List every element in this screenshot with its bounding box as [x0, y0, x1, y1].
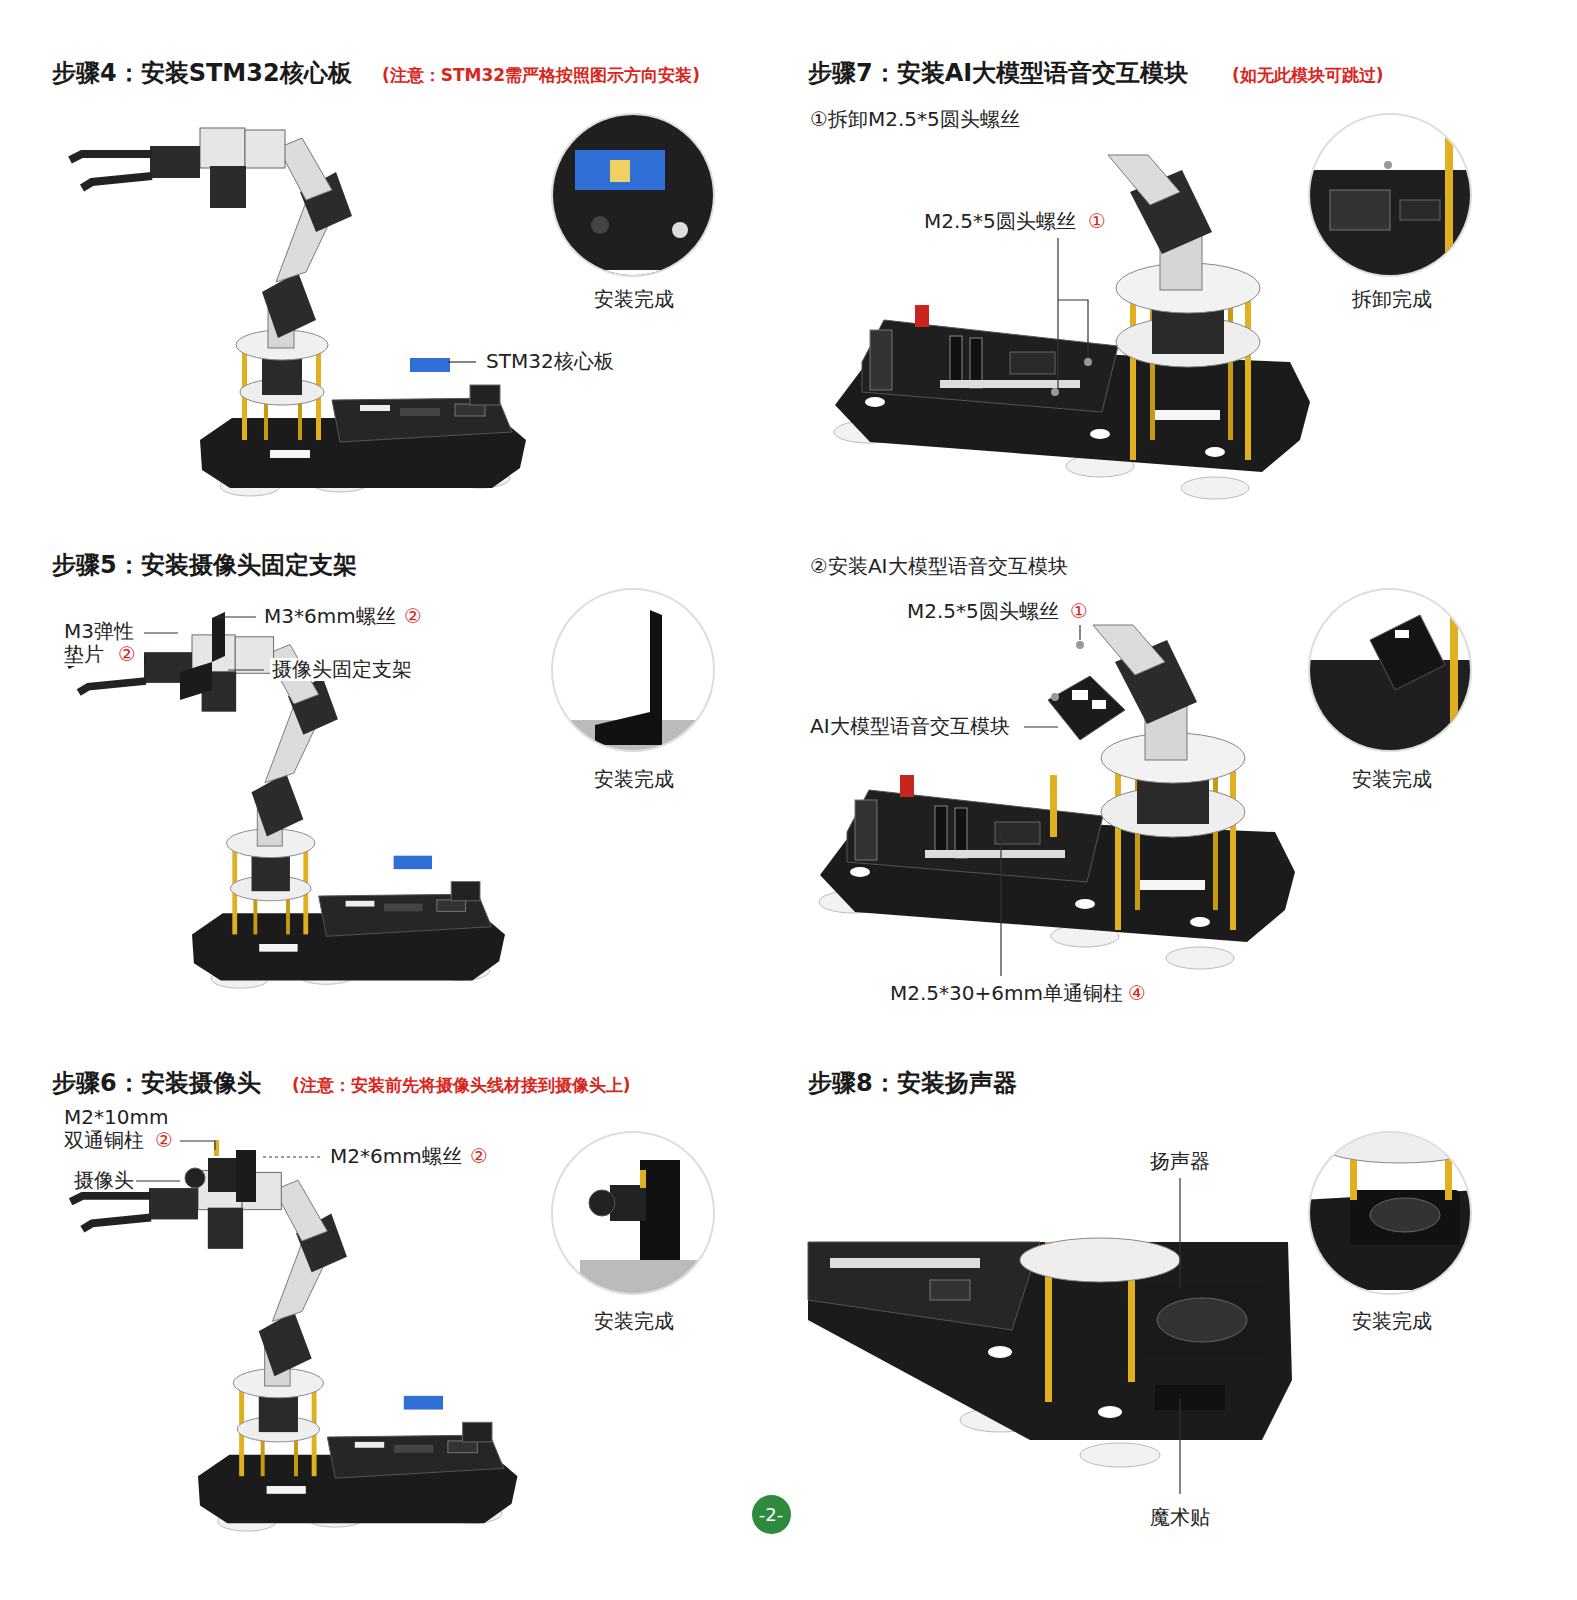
callout-number-text: ① [1088, 209, 1106, 233]
callout-number-text: ② [404, 604, 422, 628]
part-label-text: 安装完成 [1352, 1309, 1432, 1333]
part-label: ①拆卸M2.5*5圆头螺丝 [808, 108, 1022, 131]
part-label-text: 摄像头固定支架 [272, 657, 412, 681]
part-label-text: 安装完成 [594, 1309, 674, 1333]
part-label: 安装完成 [1350, 768, 1434, 791]
step-heading: 步骤7：安装AI大模型语音交互模块 [808, 60, 1188, 88]
part-label: M2.5*5圆头螺丝 [905, 600, 1061, 623]
step-heading-text: 步骤8：安装扬声器 [808, 1069, 1017, 1097]
part-label-text: M2.5*30+6mm单通铜柱 [890, 981, 1123, 1005]
note-text: (如无此模块可跳过) [1232, 66, 1384, 86]
part-label-text: M3*6mm螺丝 [264, 604, 396, 628]
part-label: 摄像头 [72, 1169, 136, 1192]
part-label-text: ①拆卸M2.5*5圆头螺丝 [810, 107, 1020, 131]
part-label-text: STM32核心板 [486, 349, 614, 373]
note-text-text: (注意：STM32需严格按照图示方向安装) [382, 65, 700, 85]
note-text: (注意：STM32需严格按照图示方向安装) [382, 66, 700, 86]
callout-number: ① [1070, 600, 1088, 623]
part-label: 安装完成 [592, 1310, 676, 1333]
step-heading: 步骤8：安装扬声器 [808, 1070, 1017, 1098]
step-heading-text: 步骤5：安装摄像头固定支架 [52, 551, 357, 579]
part-label-text: 摄像头 [74, 1168, 134, 1192]
part-label: 安装完成 [592, 288, 676, 311]
part-label: 扬声器 [1148, 1150, 1212, 1173]
step-heading-text: 步骤4：安装STM32核心板 [52, 59, 352, 87]
page-number-circle: -2- [752, 1495, 791, 1534]
callout-number: ② [155, 1129, 173, 1152]
note-text: (注意：安装前先将摄像头线材接到摄像头上) [292, 1076, 631, 1096]
part-label-text: ②安装AI大模型语音交互模块 [810, 554, 1068, 578]
part-label: 安装完成 [592, 768, 676, 791]
part-label-text: 魔术贴 [1150, 1505, 1210, 1529]
part-label-text: M2*6mm螺丝 [330, 1144, 462, 1168]
callout-number-text: ② [470, 1144, 488, 1168]
callout-number: ① [1088, 210, 1106, 233]
step-heading-text: 步骤7：安装AI大模型语音交互模块 [808, 59, 1188, 87]
part-label: ②安装AI大模型语音交互模块 [808, 555, 1070, 578]
callout-number: ④ [1128, 982, 1146, 1005]
part-label-text: 安装完成 [594, 287, 674, 311]
note-text-text: (注意：安装前先将摄像头线材接到摄像头上) [292, 1075, 631, 1095]
part-label-text: 安装完成 [1352, 767, 1432, 791]
callout-number: ② [470, 1145, 488, 1168]
part-label-text: 拆卸完成 [1352, 287, 1432, 311]
part-label: AI大模型语音交互模块 [808, 715, 1012, 738]
step-heading: 步骤4：安装STM32核心板 [52, 60, 352, 88]
part-label: STM32核心板 [484, 350, 616, 373]
part-label: M2.5*5圆头螺丝 [922, 210, 1078, 233]
part-label-text: M2.5*5圆头螺丝 [907, 599, 1059, 623]
step-heading: 步骤5：安装摄像头固定支架 [52, 552, 357, 580]
callout-number: ② [404, 605, 422, 628]
part-label: 摄像头固定支架 [270, 658, 414, 681]
part-label: M2.5*30+6mm单通铜柱 [888, 982, 1125, 1005]
part-label: 拆卸完成 [1350, 288, 1434, 311]
step-heading-text: 步骤6：安装摄像头 [52, 1069, 261, 1097]
step-heading: 步骤6：安装摄像头 [52, 1070, 261, 1098]
part-label-text: 扬声器 [1150, 1149, 1210, 1173]
part-label-text: AI大模型语音交互模块 [810, 714, 1010, 738]
note-text-text: (如无此模块可跳过) [1232, 65, 1384, 85]
callout-number-text: ② [155, 1128, 173, 1152]
callout-number-text: ④ [1128, 981, 1146, 1005]
part-label: M2*6mm螺丝 [328, 1145, 464, 1168]
part-label-text: M2.5*5圆头螺丝 [924, 209, 1076, 233]
part-label: 魔术贴 [1148, 1506, 1212, 1529]
callout-number-text: ② [118, 642, 136, 666]
part-label: M3*6mm螺丝 [262, 605, 398, 628]
part-label-text: M2*10mm 双通铜柱 [64, 1105, 168, 1152]
callout-number: ② [118, 643, 136, 666]
callout-number-text: ① [1070, 599, 1088, 623]
part-label-text: 安装完成 [594, 767, 674, 791]
part-label: 安装完成 [1350, 1310, 1434, 1333]
page-number: -2- [759, 1504, 783, 1525]
